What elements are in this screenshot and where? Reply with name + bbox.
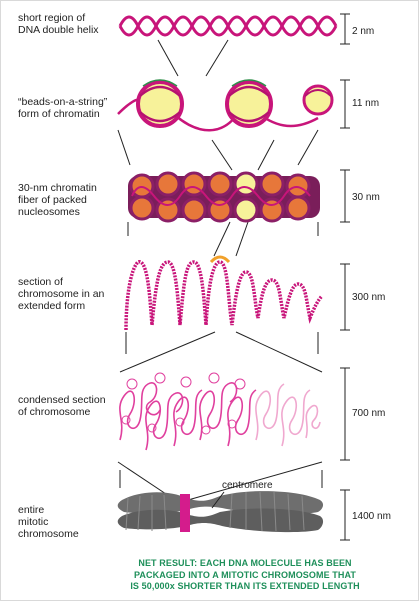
level-label-dna-helix: short region of DNA double helix xyxy=(18,12,99,36)
scale-label-1400nm: 1400 nm xyxy=(352,511,391,522)
scale-label-11nm: 11 nm xyxy=(352,98,380,109)
nucleosome-bead-left xyxy=(136,79,184,128)
scale-brackets xyxy=(340,13,350,541)
level-label-beads-on-string: “beads-on-a-string” form of chromatin xyxy=(18,96,108,120)
extended-chromosome-section xyxy=(124,255,324,331)
scale-label-700nm: 700 nm xyxy=(352,408,386,419)
30nm-chromatin-fiber xyxy=(128,171,320,223)
fiber-linker-wraps xyxy=(131,186,311,206)
dna-strand-b xyxy=(118,15,338,37)
highlighted-segment xyxy=(209,255,231,264)
mitotic-chromosome xyxy=(117,491,324,533)
level-label-extended-section: section of chromosome in an extended for… xyxy=(18,276,105,312)
scale-label-30nm: 30 nm xyxy=(352,192,380,203)
extended-loops xyxy=(124,260,324,331)
centromere-pointer xyxy=(211,491,225,509)
centromere-label: centromere xyxy=(222,480,273,491)
chromatid-upper xyxy=(117,491,324,515)
beads-on-a-string xyxy=(117,79,334,132)
scale-label-2nm: 2 nm xyxy=(352,26,375,37)
level-label-mitotic-chromosome: entire mitotic chromosome xyxy=(18,504,79,540)
nucleosome-bead-right xyxy=(302,84,334,116)
highlighted-band xyxy=(180,494,190,532)
condensed-chromosome-section xyxy=(119,372,321,451)
nucleosome-bead-middle xyxy=(225,79,273,128)
dna-double-helix xyxy=(118,15,338,37)
scale-label-300nm: 300 nm xyxy=(352,292,386,303)
level-label-condensed-section: condensed section of chromosome xyxy=(18,394,106,418)
net-result-caption: NET RESULT: EACH DNA MOLECULE HAS BEEN P… xyxy=(130,558,360,591)
level-label-30nm-fiber: 30-nm chromatin fiber of packed nucleoso… xyxy=(18,182,97,218)
chromatid-lower xyxy=(117,508,324,533)
